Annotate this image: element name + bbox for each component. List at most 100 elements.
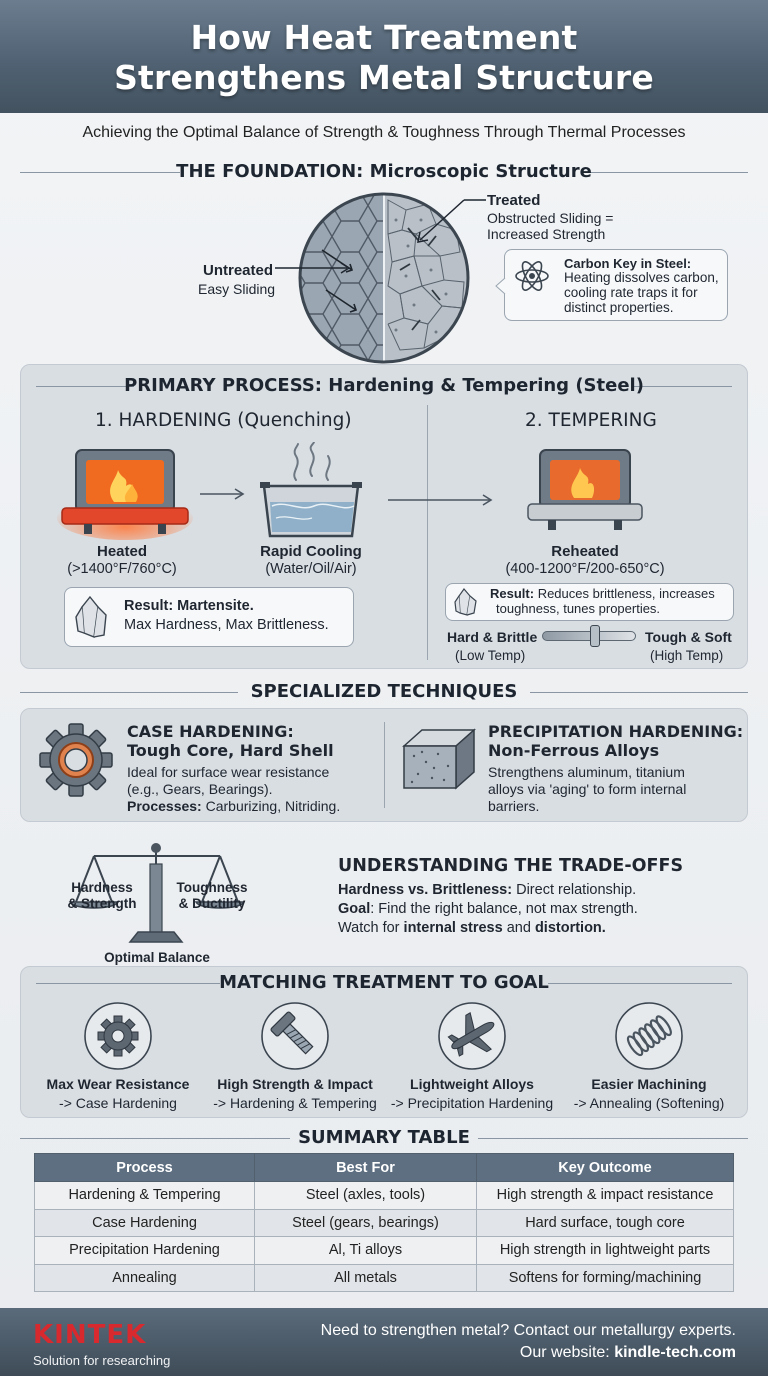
treated-pointer [417,199,486,243]
temper-slider-handle [590,625,600,647]
summary-title: SUMMARY TABLE [298,1127,470,1148]
header-banner: How Heat Treatment Strengthens Metal Str… [0,0,768,113]
scale-right-label: Toughness& Ductility [176,880,248,911]
matching-title: MATCHING TREATMENT TO GOAL [219,972,549,993]
divider [20,692,238,693]
slider-right-label: Tough & Soft [645,629,732,645]
card-pointer [495,277,506,295]
goal-label-2: High Strength & Impact [217,1076,373,1092]
table-cell: Softens for forming/machining [476,1263,734,1292]
untreated-label: Untreated [203,262,274,279]
tempering-result-card [445,583,734,621]
treated-desc-1: Obstructed Sliding = [487,210,614,226]
column-header: Key Outcome [476,1153,734,1182]
footer: KINTEK Solution for researching Need to … [0,1308,768,1376]
goal-sub-2: -> Hardening & Tempering [213,1095,377,1111]
tradeoffs-line-2: Goal: Find the right balance, not max st… [338,901,638,917]
table-cell: Steel (axles, tools) [254,1181,477,1210]
column-divider [427,405,428,660]
precip-text-3: barriers. [488,798,540,814]
untreated-pointer [275,262,351,274]
summary-table: Process Best For Key Outcome Hardening &… [34,1153,734,1292]
goal-label-3: Lightweight Alloys [410,1076,534,1092]
brand-logo: KINTEK [33,1320,147,1350]
untreated-desc: Easy Sliding [198,281,276,297]
slider-right-sub: (High Temp) [650,648,724,663]
carbon-key-text: Heating dissolves carbon, cooling rate t… [564,270,719,315]
furnace-warm-icon [527,449,643,530]
goal-label-1: Max Wear Resistance [46,1076,190,1092]
divider [36,983,220,984]
title-line-2: Strengthens Metal Structure [114,58,654,97]
table-cell: High strength & impact resistance [476,1181,734,1210]
case-text-2: (e.g., Gears, Bearings). [127,781,273,797]
page-subtitle: Achieving the Optimal Balance of Strengt… [82,124,686,141]
case-title-2: Tough Core, Hard Shell [127,741,334,760]
table-cell: Hardening & Tempering [34,1181,255,1210]
alloy-block-icon [402,728,476,790]
microstructure-diagram [298,192,470,364]
divider [20,172,180,173]
tempering-title: 2. TEMPERING [525,410,657,431]
table-cell: All metals [254,1263,477,1292]
treated-label: Treated [487,192,541,209]
bolt-icon [261,1002,329,1070]
heated-temp: (>1400°F/760°C) [67,561,177,577]
divider [634,386,732,387]
divider [20,1138,290,1139]
table-cell: High strength in lightweight parts [476,1236,734,1265]
divider [588,172,748,173]
carbon-key-title: Carbon Key in Steel: [564,256,692,271]
cooling-media: (Water/Oil/Air) [265,561,357,577]
airplane-icon [438,1002,506,1070]
column-header: Process [34,1153,255,1182]
table-cell: Steel (gears, bearings) [254,1208,477,1237]
divider [478,1138,748,1139]
arrow-icon [200,488,245,500]
goal-label-4: Easier Machining [591,1076,707,1092]
precip-text-1: Strengthens aluminum, titanium [488,764,685,780]
precip-text-2: alloys via 'aging' to form internal [488,781,687,797]
case-title-1: CASE HARDENING: [127,722,294,741]
table-row: Precipitation Hardening Al, Ti alloys Hi… [34,1236,734,1265]
column-header: Best For [254,1153,477,1182]
reheated-temp: (400-1200°F/200-650°C) [505,561,665,577]
case-processes: Processes: Carburizing, Nitriding. [127,798,341,814]
scale-left-label: Hardness& Strength [67,880,137,911]
tempering-result-text: Result: Reduces brittleness, increases t… [490,586,715,616]
balance-scale-icon [68,843,246,943]
footer-cta: Need to strengthen metal? Contact our me… [320,1322,736,1339]
specialized-title: SPECIALIZED TECHNIQUES [250,681,518,702]
column-divider [384,722,385,808]
table-cell: Hard surface, tough core [476,1208,734,1237]
goal-sub-4: -> Annealing (Softening) [573,1095,725,1111]
gear-icon [39,723,113,797]
result-title: Result: Martensite. [124,598,254,614]
precip-title-1: PRECIPITATION HARDENING: [488,722,744,741]
divider [36,386,134,387]
goal-sub-3: -> Precipitation Hardening [390,1095,554,1111]
arrow-icon [388,494,493,506]
heated-label: Heated [96,543,148,560]
table-cell: Case Hardening [34,1208,255,1237]
table-row: Case Hardening Steel (gears, bearings) H… [34,1208,734,1237]
page-title: How Heat Treatment Strengthens Metal Str… [0,0,768,98]
crystal-icon [75,595,107,638]
tradeoffs-line-1: Hardness vs. Brittleness: Direct relatio… [338,882,637,898]
temper-slider-track [542,631,636,641]
reheated-label: Reheated [551,543,619,560]
hardening-title: 1. HARDENING (Quenching) [95,410,352,431]
precip-title-2: Non-Ferrous Alloys [488,741,660,760]
furnace-hot-icon [57,449,193,540]
gear-icon [84,1002,152,1070]
table-cell: Al, Ti alloys [254,1236,477,1265]
case-text-1: Ideal for surface wear resistance [127,764,330,780]
treated-desc-2: Increased Strength [487,226,606,242]
slider-left-label: Hard & Brittle [447,629,538,645]
table-header-row: Process Best For Key Outcome [34,1153,734,1182]
website-link[interactable]: kindle-tech.com [614,1344,736,1361]
atom-icon [515,261,549,291]
scale-bottom-label: Optimal Balance [104,950,210,965]
crystal-icon [454,588,477,616]
martensite-result-card [64,587,354,647]
